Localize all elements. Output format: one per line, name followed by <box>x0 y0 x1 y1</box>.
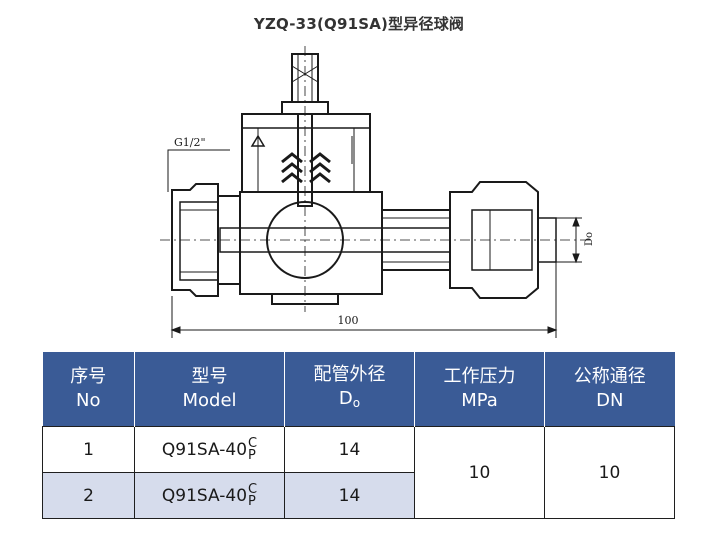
valve-drawing: G1/2" 100 Do <box>160 46 595 338</box>
cell-pipe-od: 14 <box>284 426 415 473</box>
diameter-label: Do <box>584 232 595 246</box>
bonnet <box>241 113 371 193</box>
length-label: 100 <box>338 314 359 327</box>
cell-pipe-od: 14 <box>284 472 415 519</box>
left-port <box>171 183 219 297</box>
cell-no: 1 <box>42 426 135 473</box>
cell-pressure: 10 <box>414 426 545 519</box>
page-title: YZQ-33(Q91SA)型异径球阀 <box>253 15 465 33</box>
cell-no: 2 <box>42 472 135 519</box>
packing <box>281 152 331 184</box>
valve-body <box>239 191 383 295</box>
cell-dn: 10 <box>544 426 675 519</box>
right-fitting <box>449 181 539 299</box>
thread-label: G1/2" <box>174 136 206 149</box>
header-pipe-od: 配管外径 Do <box>284 352 415 427</box>
